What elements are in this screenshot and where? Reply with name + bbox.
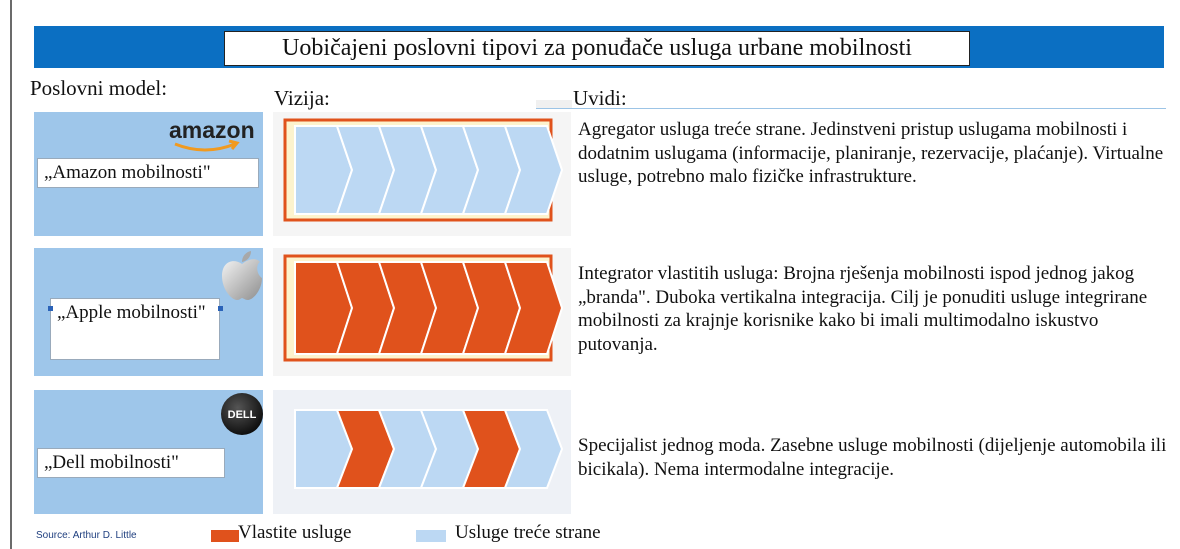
header-insights: Uvidi: <box>573 86 627 110</box>
header-model: Poslovni model: <box>30 76 168 100</box>
model-card-apple: „Apple mobilnosti" <box>34 248 263 376</box>
legend-label-own: Vlastite usluge <box>238 522 352 543</box>
header-vision: Vizija: <box>274 86 330 110</box>
left-divider <box>10 0 12 549</box>
vision-panel-amazon <box>273 112 571 236</box>
apple-logo-icon <box>220 250 264 302</box>
vision-chevrons <box>283 118 564 222</box>
legend-swatch-own <box>211 530 239 542</box>
legend-swatch-third <box>416 530 446 542</box>
insight-dell: Specijalist jednog moda. Zasebne usluge … <box>578 435 1167 480</box>
chevron-own <box>503 261 564 355</box>
model-label: „Dell mobilnosti" <box>37 448 225 478</box>
vision-panel-apple <box>273 248 571 376</box>
model-card-amazon: amazon „Amazon mobilnosti" <box>34 112 263 236</box>
legend-label-third: Usluge treće strane <box>455 522 601 543</box>
dell-logo-text: DELL <box>228 409 257 421</box>
model-card-dell: DELL „Dell mobilnosti" <box>34 390 263 514</box>
source-note: Source: Arthur D. Little <box>36 530 137 541</box>
chevron-third <box>503 409 564 489</box>
vision-panel-dell <box>273 390 571 514</box>
amazon-logo-icon: amazon <box>169 116 261 158</box>
dell-logo-icon: DELL <box>220 392 264 436</box>
label-handle <box>218 306 223 311</box>
label-handle <box>48 306 53 311</box>
vision-chevrons <box>283 254 564 362</box>
model-label: „Amazon mobilnosti" <box>37 158 259 188</box>
page-title: Uobičajeni poslovni tipovi za ponuđače u… <box>224 31 970 66</box>
insight-apple: Integrator vlastitih usluga: Brojna rješ… <box>578 263 1148 355</box>
header-accent <box>536 100 572 108</box>
model-label: „Apple mobilnosti" <box>50 298 220 360</box>
header-rule <box>536 108 1166 109</box>
svg-text:amazon: amazon <box>169 117 255 143</box>
chevron-third <box>503 125 564 215</box>
vision-chevrons <box>294 409 564 489</box>
insight-amazon: Agregator usluga treće strane. Jedinstve… <box>578 119 1164 187</box>
